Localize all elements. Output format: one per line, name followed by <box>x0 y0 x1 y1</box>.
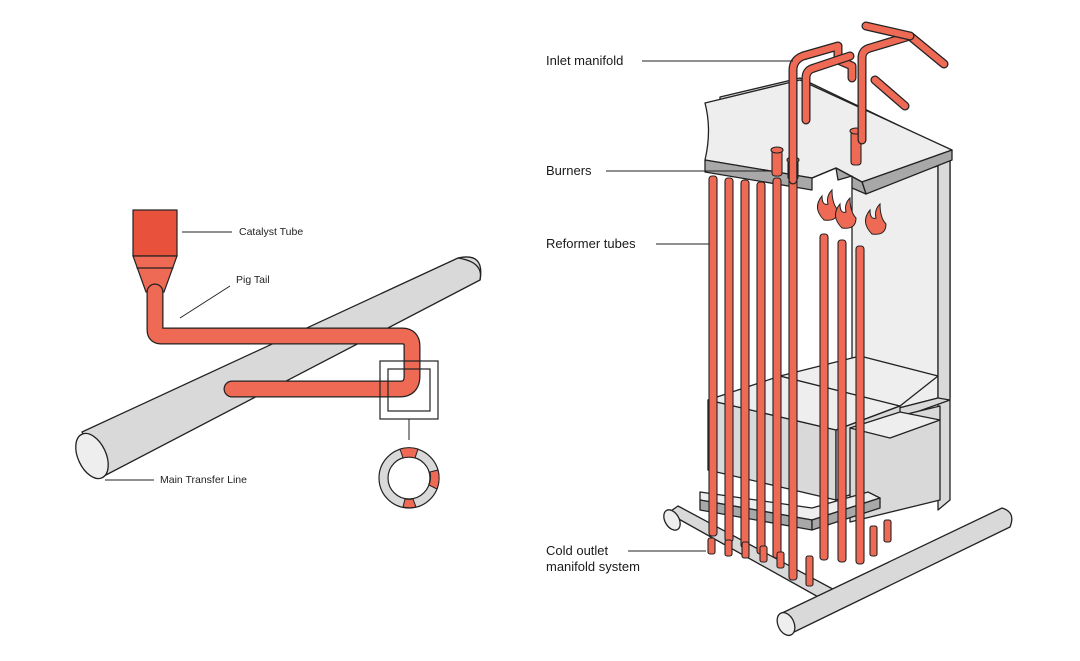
flame-icons <box>817 188 887 235</box>
catalyst-tube-label: Catalyst Tube <box>239 226 303 238</box>
flame-icon <box>817 188 839 221</box>
flame-icon <box>835 196 857 229</box>
label-cold-outlet: Cold outlet manifold system <box>546 543 706 574</box>
pipe-cross-section <box>378 447 440 509</box>
inlet-manifold-label: Inlet manifold <box>546 53 623 68</box>
cold-outlet-label-line2: manifold system <box>546 559 640 574</box>
reformer-tubes-label: Reformer tubes <box>546 236 636 251</box>
reformer-furnace-diagram: Inlet manifold Burners Reformer tubes Co… <box>546 21 1013 637</box>
main-transfer-line-label: Main Transfer Line <box>160 474 247 486</box>
flame-icon <box>865 202 887 235</box>
label-inlet-manifold: Inlet manifold <box>546 53 793 68</box>
inlet-manifold-pipes <box>788 21 949 185</box>
label-burners: Burners <box>546 163 772 178</box>
label-reformer-tubes: Reformer tubes <box>546 236 709 251</box>
pig-tail-label: Pig Tail <box>236 274 270 286</box>
label-main-transfer-line: Main Transfer Line <box>105 474 247 486</box>
label-pig-tail: Pig Tail <box>179 274 270 319</box>
furnace-roof <box>704 79 953 195</box>
catalyst-tube <box>132 209 178 293</box>
label-catalyst-tube: Catalyst Tube <box>182 226 303 238</box>
pig-tail-pipe <box>146 283 421 398</box>
reformer-tubes <box>707 169 892 587</box>
main-transfer-line <box>75 256 482 480</box>
burners-label: Burners <box>546 163 592 178</box>
detail-box <box>379 360 439 440</box>
cold-outlet-label-line1: Cold outlet <box>546 543 609 558</box>
pigtail-diagram: Catalyst Tube Pig Tail Main Transfer Lin… <box>75 209 482 509</box>
internal-blocks <box>707 355 941 523</box>
